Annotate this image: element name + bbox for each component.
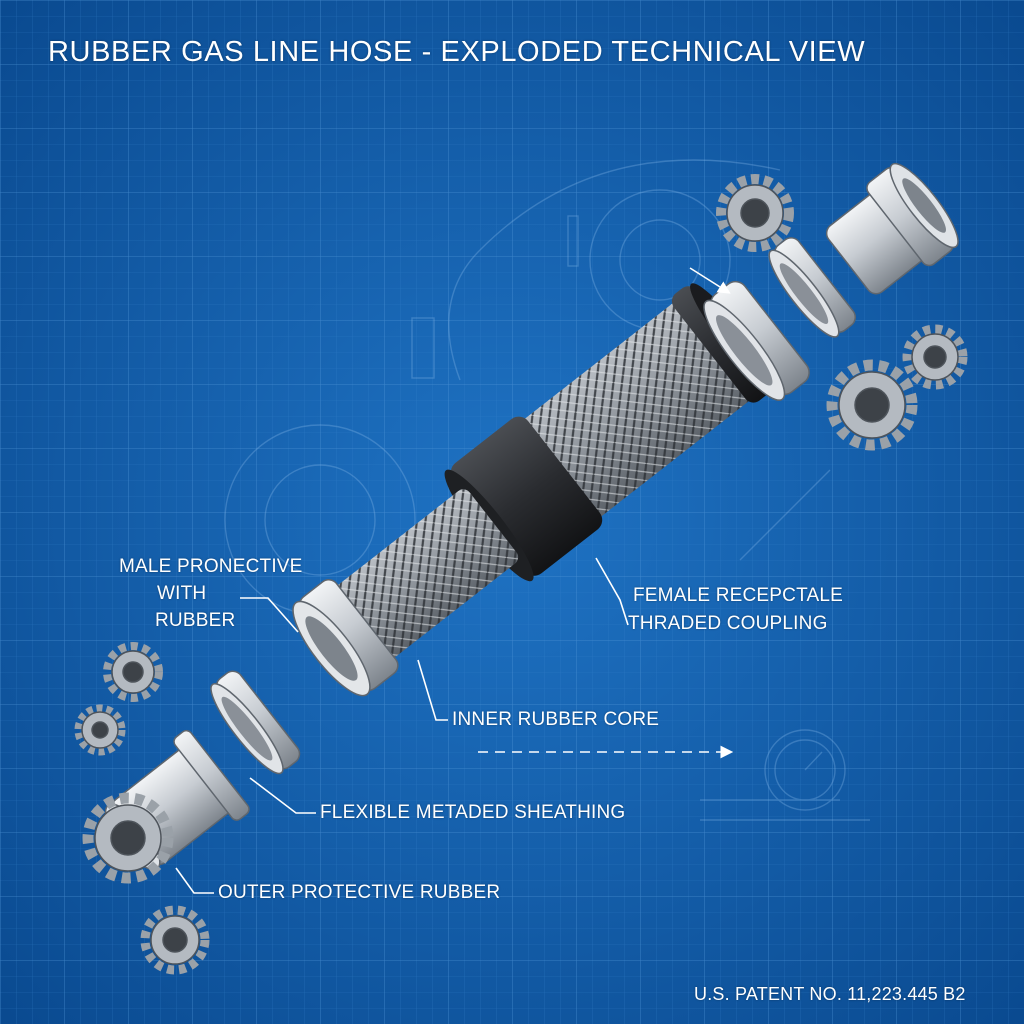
label-outer-rubber: OUTER PROTECTIVE RUBBER xyxy=(218,882,501,903)
patent-number: U.S. PATENT NO. 11,223.445 B2 xyxy=(694,984,966,1004)
gear-parts xyxy=(74,174,968,975)
label-female-line-2: THRADED COUPLING xyxy=(628,613,828,634)
label-male-line-1: MALE PRONECTIVE xyxy=(119,556,303,577)
leader-sheath xyxy=(249,777,316,814)
label-sheathing: FLEXIBLE METADED SHEATHING xyxy=(320,802,626,823)
label-male-line-3: RUBBER xyxy=(155,610,236,631)
leader-outer xyxy=(175,867,214,894)
upper-right-fittings xyxy=(703,162,959,401)
page-title: RUBBER GAS LINE HOSE - EXPLODED TECHNICA… xyxy=(48,36,866,68)
leader-male xyxy=(240,597,299,633)
leader-core xyxy=(417,659,448,721)
label-inner-core: INNER RUBBER CORE xyxy=(452,709,660,730)
leader-female xyxy=(595,557,629,626)
label-male-line-2: WITH xyxy=(157,583,207,604)
leader-lines xyxy=(175,267,734,894)
leader-top xyxy=(689,267,731,294)
label-female-line-1: FEMALE RECEPCTALE xyxy=(633,585,843,606)
rubber-sleeve xyxy=(450,416,603,576)
